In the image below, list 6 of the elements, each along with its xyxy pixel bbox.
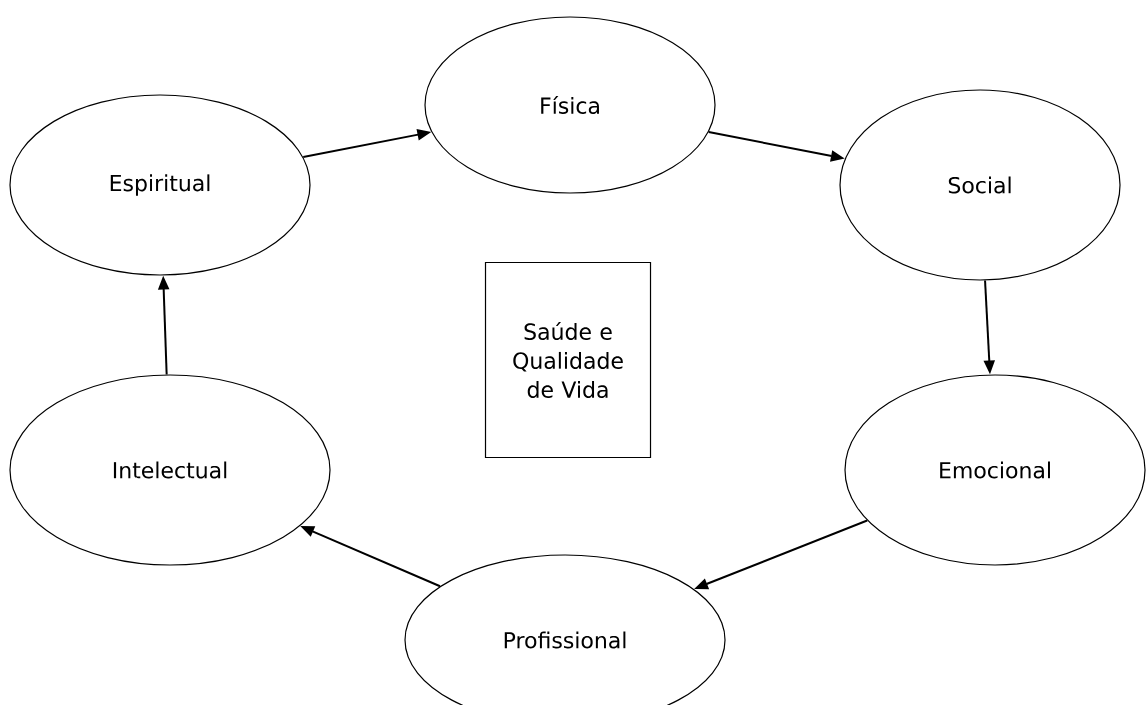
ellipse-node: Espiritual [9,94,311,276]
ellipse-node: Física [424,16,716,194]
ellipse-node: Emocional [844,374,1146,566]
ellipse-node: Intelectual [9,374,331,566]
center-box: Saúde e Qualidade de Vida [484,261,652,459]
ellipse-node: Social [839,89,1121,281]
